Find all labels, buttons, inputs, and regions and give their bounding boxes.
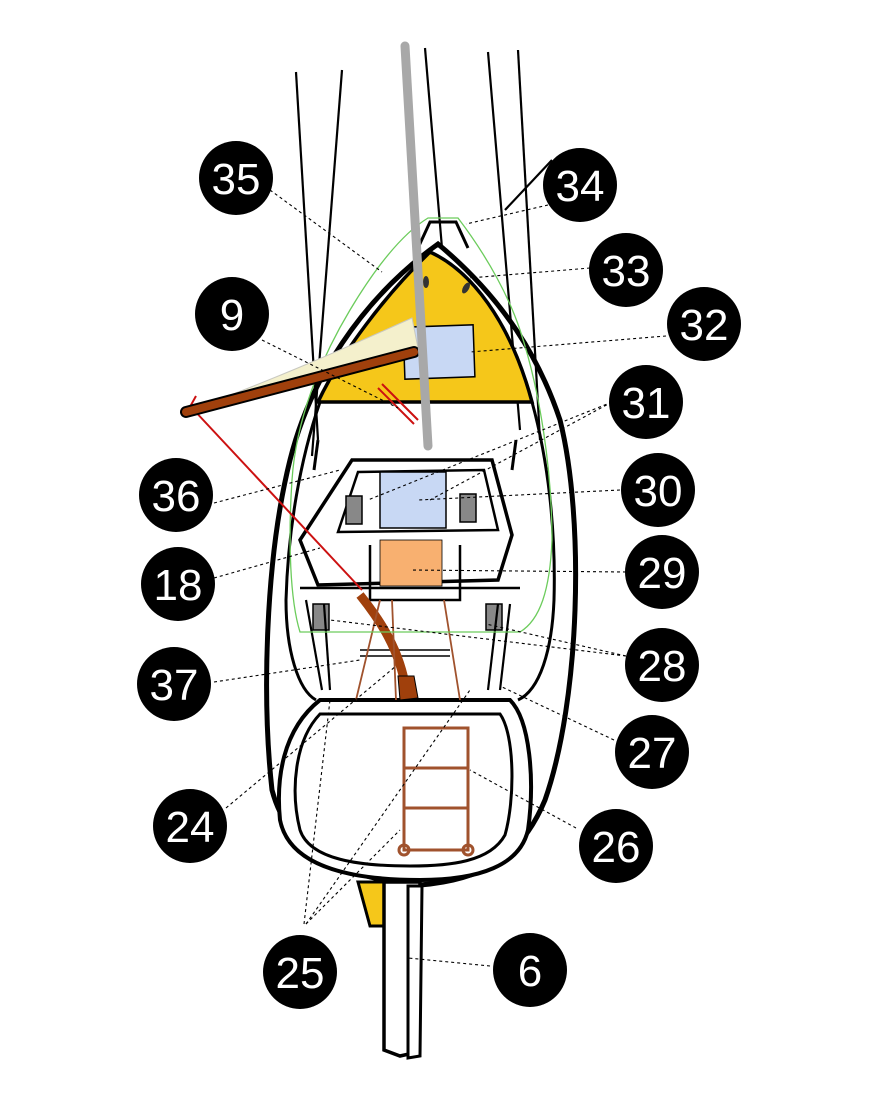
svg-text:25: 25 [276,949,325,998]
callout-27: 27 [615,715,689,789]
svg-text:30: 30 [634,467,683,516]
svg-text:18: 18 [154,561,203,610]
coachroof-winches [345,493,477,525]
callout-36: 36 [139,458,213,532]
callout-29: 29 [625,535,699,609]
companionway [368,545,462,602]
svg-text:36: 36 [152,472,201,521]
svg-text:35: 35 [212,155,261,204]
callout-6: 6 [493,933,567,1007]
callout-32: 32 [667,287,741,361]
svg-text:32: 32 [680,301,729,350]
leader-lines [213,189,667,967]
traveller [360,649,450,657]
callout-33: 33 [589,233,663,307]
mainsheet-blocks [355,599,461,701]
callout-9: 9 [195,277,269,351]
callout-24: 24 [153,789,227,863]
cockpit-grating [397,726,475,857]
svg-text:24: 24 [166,803,215,852]
coachroof-hatch [379,471,447,529]
side-deck-lines [304,599,512,691]
svg-text:31: 31 [622,379,671,428]
callout-37: 37 [137,647,211,721]
svg-text:29: 29 [638,549,687,598]
rudder-shadow [406,884,424,1060]
svg-text:37: 37 [150,661,199,710]
callout-34: 34 [543,148,617,222]
svg-text:6: 6 [518,947,542,996]
callout-28: 28 [625,628,699,702]
primary-winches [312,603,503,631]
svg-text:34: 34 [556,162,605,211]
cockpit-seat [293,712,514,868]
companionway-hatch [379,539,443,587]
callout-35: 35 [199,141,273,215]
svg-text:9: 9 [220,291,244,340]
svg-text:26: 26 [592,823,641,872]
coachroof-inner [336,468,500,534]
mainsheet-tail [397,675,419,701]
lifelines [289,217,553,633]
bow-pulpit [416,220,470,249]
bow-fittings [423,276,470,294]
svg-text:33: 33 [602,247,651,296]
mast [400,41,433,451]
deck-inner-line [284,401,556,702]
svg-text:27: 27 [628,729,677,778]
stern-step [356,880,388,928]
callout-30: 30 [621,453,695,527]
svg-text:28: 28 [638,642,687,691]
jib-cars [312,439,518,471]
callout-31: 31 [609,365,683,439]
callout-26: 26 [579,809,653,883]
callout-18: 18 [141,547,215,621]
callout-25: 25 [263,935,337,1009]
